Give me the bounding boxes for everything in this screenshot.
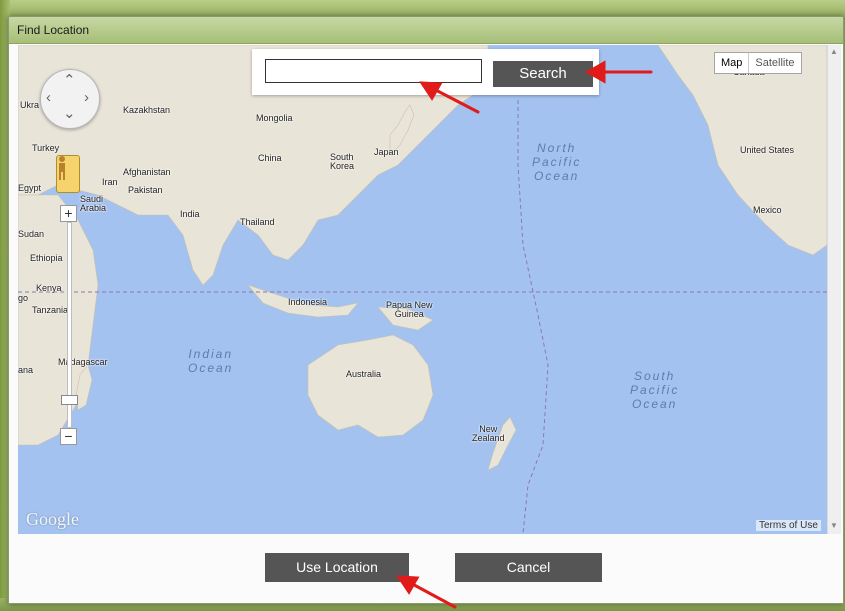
map-view[interactable]: Canada Kazakhstan Mongolia Ukra Turkey C… <box>18 45 827 534</box>
pegman-figure-icon <box>59 156 65 180</box>
map-label-new-zealand: New Zealand <box>472 424 505 443</box>
use-location-button[interactable]: Use Location <box>265 553 409 582</box>
map-label-turkey: Turkey <box>32 143 60 153</box>
map-label-thailand: Thailand <box>240 217 275 227</box>
map-label-india: India <box>180 209 200 219</box>
map-type-satellite-button[interactable]: Satellite <box>755 57 795 69</box>
search-panel: Search <box>252 49 599 95</box>
map-label-china: China <box>258 153 282 163</box>
zoom-slider-track[interactable] <box>67 222 72 428</box>
dialog-titlebar[interactable]: Find Location <box>9 17 843 44</box>
map-label-japan: Japan <box>374 147 399 157</box>
search-input[interactable] <box>265 59 482 83</box>
map-label-south-korea: South Korea <box>330 152 355 171</box>
map-label-afghanistan: Afghanistan <box>123 167 171 177</box>
map-label-mongolia: Mongolia <box>256 113 293 123</box>
map-type-control: Map Satellite <box>714 52 802 74</box>
background-window-edge <box>0 0 10 611</box>
map-label-sudan: Sudan <box>18 229 45 239</box>
map-geography <box>18 45 827 534</box>
zoom-slider-handle[interactable] <box>61 395 78 405</box>
map-label-pakistan: Pakistan <box>128 185 163 195</box>
map-label-ethiopia: Ethiopia <box>30 253 63 263</box>
pan-control-icon[interactable]: ⌃ ‹ › ⌄ <box>40 69 100 129</box>
map-label-papua-new-guinea: Papua New Guinea <box>386 300 433 319</box>
find-location-dialog: Find Location Canada Kazakh <box>8 16 844 604</box>
ocean-label-south-pacific: South Pacific Ocean <box>630 369 680 411</box>
pan-down-icon[interactable]: ⌄ <box>63 105 76 122</box>
map-label-saudi-arabia: Saudi Arabia <box>80 194 107 213</box>
pan-right-icon[interactable]: › <box>84 89 89 106</box>
zoom-in-icon[interactable]: + <box>60 205 77 222</box>
map-label-ana: ana <box>18 365 34 375</box>
map-label-australia: Australia <box>346 369 382 379</box>
map-label-madagascar: Madagascar <box>58 357 108 367</box>
map-label-iran: Iran <box>102 177 118 187</box>
map-type-map-button[interactable]: Map <box>715 53 750 73</box>
map-label-ukraine: Ukra <box>20 100 40 110</box>
map-label-united-states: United States <box>740 145 795 155</box>
background-window-strip <box>0 0 845 20</box>
terms-of-use-link[interactable]: Terms of Use <box>756 520 821 531</box>
ocean-label-indian: Indian Ocean <box>188 347 234 375</box>
map-label-tanzania: Tanzania <box>32 305 69 315</box>
map-label-indonesia: Indonesia <box>288 297 328 307</box>
zoom-out-icon[interactable]: − <box>60 428 77 445</box>
dialog-title: Find Location <box>17 23 90 37</box>
map-label-go: go <box>18 293 29 303</box>
scroll-down-icon[interactable]: ▼ <box>830 521 838 530</box>
ocean-label-north-pacific: North Pacific Ocean <box>532 141 582 183</box>
pan-left-icon[interactable]: ‹ <box>46 89 51 106</box>
map-label-kenya: Kenya <box>36 283 62 293</box>
search-button[interactable]: Search <box>493 61 593 87</box>
map-label-kazakhstan: Kazakhstan <box>123 105 171 115</box>
map-label-mexico: Mexico <box>753 205 782 215</box>
map-scrollbar[interactable]: ▲ ▼ <box>827 45 841 534</box>
google-logo: Google <box>26 509 79 529</box>
map-label-egypt: Egypt <box>18 183 42 193</box>
cancel-button[interactable]: Cancel <box>455 553 602 582</box>
scroll-up-icon[interactable]: ▲ <box>830 47 838 56</box>
street-view-pegman-icon[interactable] <box>56 155 80 193</box>
pan-up-icon[interactable]: ⌃ <box>63 72 76 89</box>
